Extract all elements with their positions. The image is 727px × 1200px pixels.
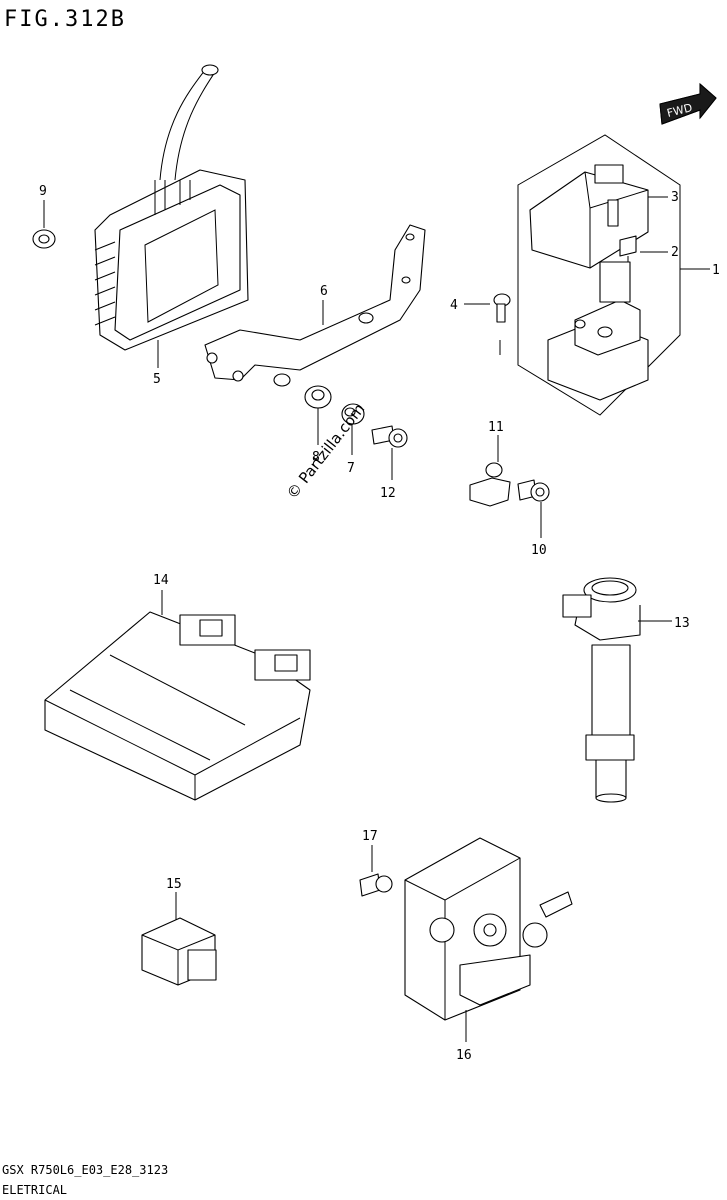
part-4-screw <box>464 293 511 355</box>
callout-17: 17 <box>362 829 378 844</box>
callout-13: 13 <box>674 616 690 631</box>
callout-7: 7 <box>347 461 355 476</box>
part-16-sensor-unit <box>404 837 573 1042</box>
part-14-ecm <box>44 590 311 801</box>
footer-section: ELETRICAL <box>2 1183 67 1197</box>
fwd-label: FWD <box>666 101 694 120</box>
part-13-ignition-coil <box>562 577 672 803</box>
callout-6: 6 <box>320 284 328 299</box>
callout-15: 15 <box>166 877 182 892</box>
callout-2: 2 <box>671 245 679 260</box>
part-8-grommet <box>304 385 332 445</box>
part-15-sensor <box>141 892 217 986</box>
callout-9: 9 <box>39 184 47 199</box>
part-1-starter-relay <box>517 134 710 416</box>
part-6-bracket <box>204 224 426 387</box>
part-12-bolt <box>371 425 408 480</box>
callout-4: 4 <box>450 298 458 313</box>
callout-1: 1 <box>712 263 720 278</box>
callout-10: 10 <box>531 543 547 558</box>
part-7-collar <box>341 403 365 455</box>
footer-model-code: GSX R750L6_E03_E28_3123 <box>2 1163 168 1177</box>
part-17-screw <box>359 845 393 897</box>
callout-5: 5 <box>153 372 161 387</box>
callout-16: 16 <box>456 1048 472 1063</box>
callout-12: 12 <box>380 486 396 501</box>
callout-14: 14 <box>153 573 169 588</box>
callout-8: 8 <box>312 450 320 465</box>
callout-11: 11 <box>488 420 504 435</box>
part-10-bolt <box>517 479 550 538</box>
watermark: © Partzilla.com <box>283 400 368 502</box>
fwd-arrow-icon: FWD <box>659 82 717 125</box>
part-11-clamp <box>469 435 511 507</box>
callout-3: 3 <box>671 190 679 205</box>
figure-code: FIG.312B <box>4 7 126 32</box>
part-9-nut <box>32 200 56 249</box>
part-5-regulator <box>94 64 249 368</box>
callout-labels: 1 2 3 4 5 6 7 8 9 10 11 12 13 14 15 16 1… <box>39 184 720 1063</box>
